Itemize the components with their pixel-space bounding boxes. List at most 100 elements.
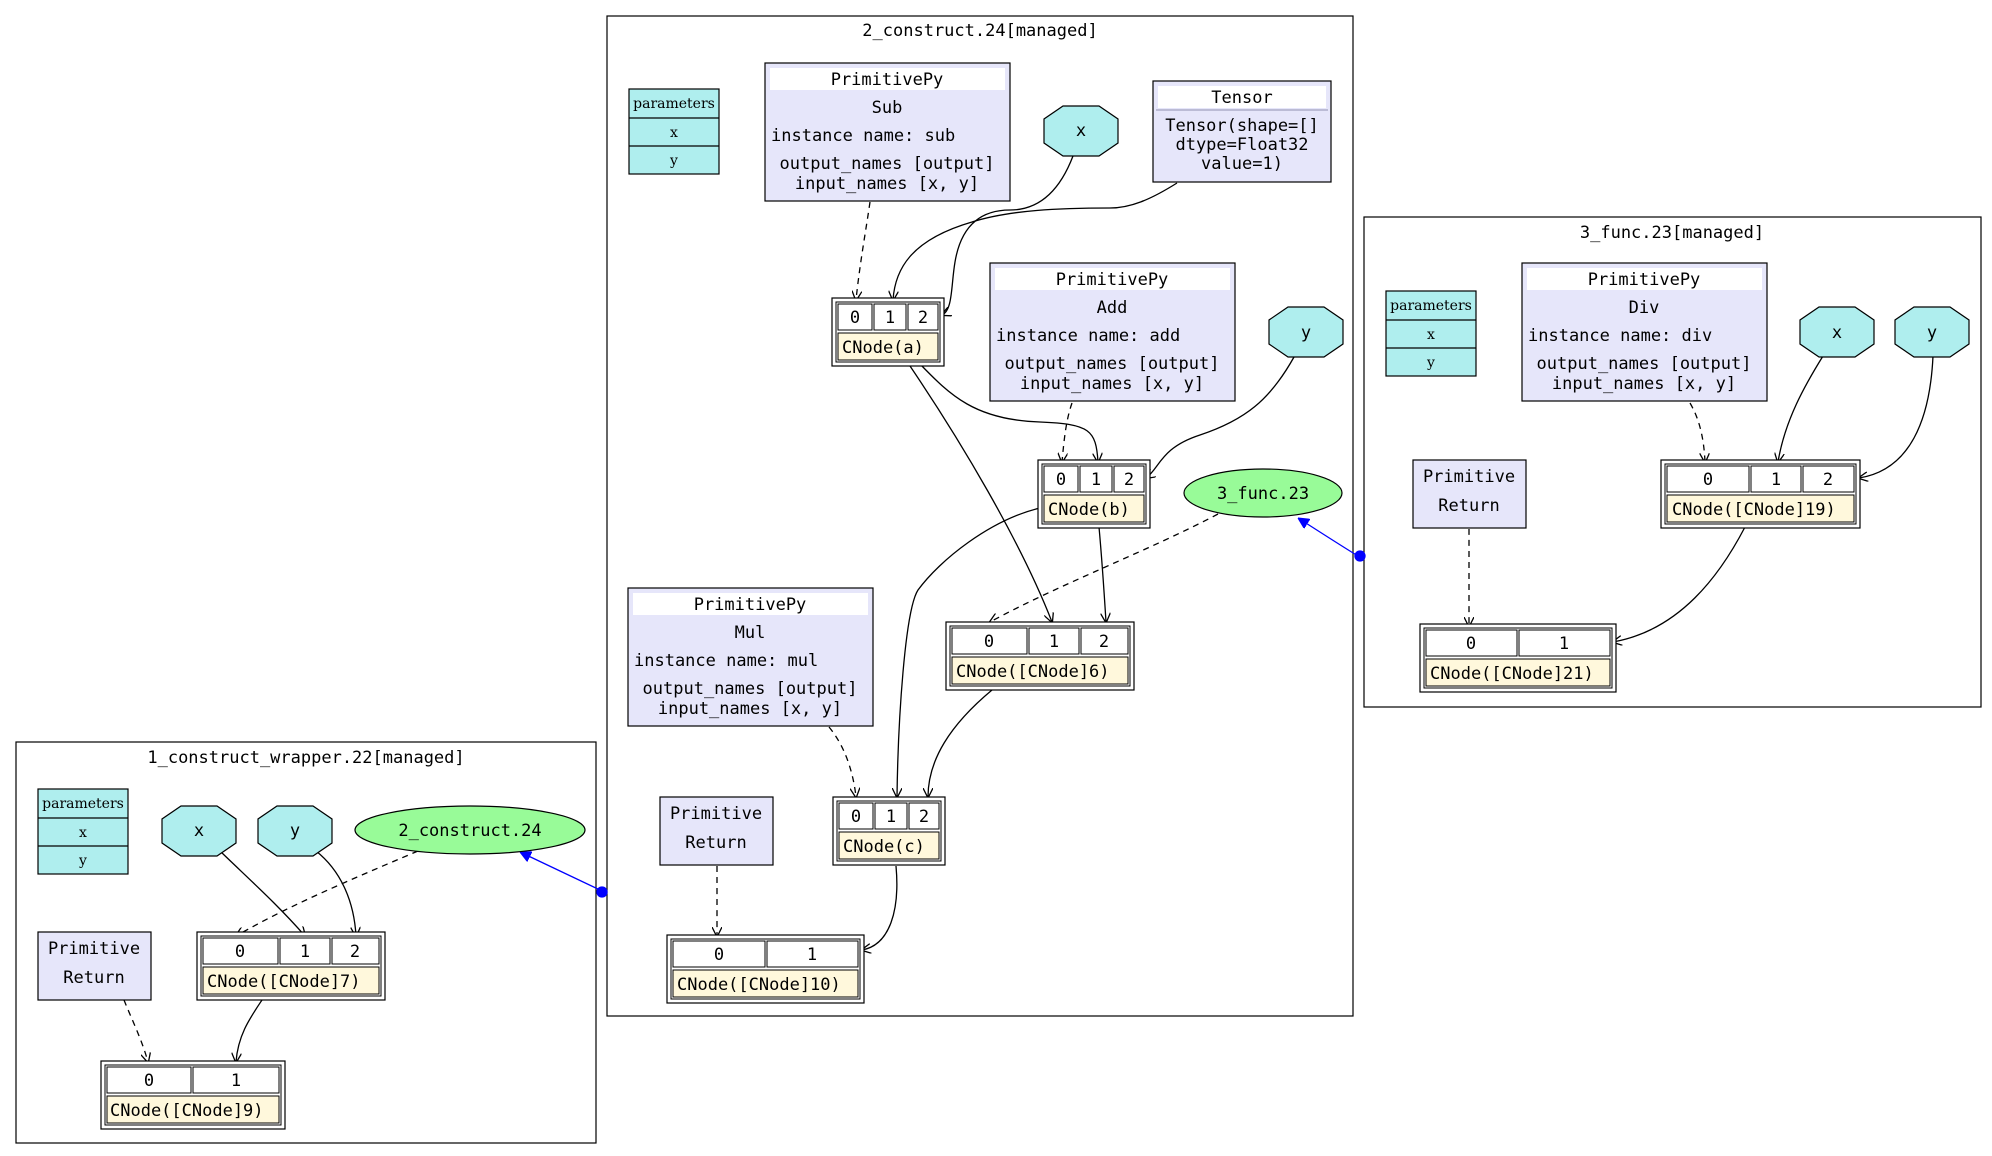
cluster-title: 1_construct_wrapper.22[managed] <box>147 748 464 768</box>
prim-header: PrimitivePy <box>1588 270 1701 290</box>
edges <box>123 155 1934 1062</box>
port-label: 2 <box>1823 470 1833 490</box>
prim-instance: instance name: div <box>1528 326 1712 346</box>
edge-div-to-cnode19 <box>1689 402 1705 462</box>
func-graph-func[interactable]: 3_func.23 <box>1183 468 1343 518</box>
params-header: parameters <box>633 96 715 112</box>
prim-header: PrimitivePy <box>1056 270 1169 290</box>
cnode-21: 0 1 CNode([CNode]21) <box>1419 623 1617 693</box>
return-line2: Return <box>1438 496 1499 516</box>
params-header: parameters <box>42 796 124 812</box>
prim-inputs: input_names [x, y] <box>1020 374 1204 394</box>
port-label: 2 <box>1124 470 1134 490</box>
return-construct: Primitive Return <box>659 796 774 866</box>
cnode-19: 0 1 2 CNode([CNode]19) <box>1660 459 1861 529</box>
params-header: parameters <box>1390 298 1472 314</box>
cnode-b: 0 1 2 CNode(b) <box>1037 459 1151 529</box>
edge-tensor-to-cnode-a <box>893 182 1178 300</box>
cluster-title: 3_func.23[managed] <box>1580 223 1764 243</box>
primitive-sub: PrimitivePy Sub instance name: sub outpu… <box>764 62 1011 202</box>
prim-header: PrimitivePy <box>831 70 944 90</box>
port-label: 0 <box>1466 634 1476 654</box>
port-label: 1 <box>300 942 310 962</box>
port-label: 2 <box>350 942 360 962</box>
port-label: 0 <box>714 945 724 965</box>
prim-instance: instance name: add <box>996 326 1180 346</box>
return-line1: Primitive <box>1423 467 1515 487</box>
params-table: parameters x y <box>628 88 720 175</box>
prim-name: Add <box>1097 298 1128 318</box>
port-label: 0 <box>850 308 860 328</box>
edge-cnode19-to-cnode21 <box>1613 526 1746 642</box>
edge-y-to-cnode19 <box>1859 355 1934 478</box>
prim-instance: instance name: sub <box>771 126 955 146</box>
cnode-7: 0 1 2 CNode([CNode]7) <box>196 931 386 1001</box>
cnode-c: 0 1 2 CNode(c) <box>832 796 946 866</box>
edge-c-to-cnode10 <box>862 865 898 950</box>
prim-name: Mul <box>735 623 766 643</box>
input-label: x <box>194 821 204 841</box>
edge-sub-to-cnode-a <box>856 201 871 300</box>
param-y: y <box>669 153 678 169</box>
edge-return-to-cnode9 <box>123 999 148 1062</box>
edge-add-to-cnode-b <box>1062 402 1073 462</box>
port-label: 0 <box>1703 470 1713 490</box>
port-label: 1 <box>1049 632 1059 652</box>
edge-x-to-cnode-a <box>942 155 1074 315</box>
edge-a-to-b <box>919 363 1098 462</box>
port-label: 0 <box>1056 470 1066 490</box>
edge-a-to-cnode6 <box>909 365 1052 622</box>
input-label: y <box>1301 323 1311 343</box>
edge-link-construct <box>520 852 601 891</box>
input-label: y <box>1927 323 1937 343</box>
cnode-label: CNode([CNode]7) <box>207 972 361 992</box>
prim-inputs: input_names [x, y] <box>658 699 842 719</box>
port-label: 1 <box>886 807 896 827</box>
prim-inputs: input_names [x, y] <box>1552 374 1736 394</box>
input-x-octagon: x <box>1043 105 1119 157</box>
port-label: 1 <box>1559 634 1569 654</box>
primitive-mul: PrimitivePy Mul instance name: mul outpu… <box>627 587 874 727</box>
cluster-title: 2_construct.24[managed] <box>862 21 1097 41</box>
primitive-div: PrimitivePy Div instance name: div outpu… <box>1521 262 1768 402</box>
port-label: 2 <box>919 807 929 827</box>
prim-name: Sub <box>872 98 903 118</box>
tensor-line1: Tensor(shape=[] <box>1165 116 1319 136</box>
cnode-label: CNode([CNode]6) <box>956 662 1110 682</box>
port-label: 0 <box>851 807 861 827</box>
port-label: 2 <box>918 308 928 328</box>
edge-cnode7-to-cnode9 <box>236 999 263 1062</box>
edge-func-to-cnode6 <box>990 513 1219 622</box>
cnode-label: CNode(c) <box>843 837 925 857</box>
tensor-header: Tensor <box>1211 88 1272 108</box>
port-label: 1 <box>231 1071 241 1091</box>
input-y-octagon: y <box>1894 306 1970 358</box>
edge-b-to-cnode6 <box>1098 526 1106 622</box>
cnode-6: 0 1 2 CNode([CNode]6) <box>945 621 1135 691</box>
prim-outputs: output_names [output] <box>1005 354 1220 374</box>
func-graph-construct[interactable]: 2_construct.24 <box>354 805 586 855</box>
func-label: 2_construct.24 <box>398 821 541 841</box>
primitive-add: PrimitivePy Add instance name: add outpu… <box>989 262 1236 402</box>
return-wrapper: Primitive Return <box>37 931 152 1001</box>
input-label: x <box>1832 323 1842 343</box>
port-label: 2 <box>1099 632 1109 652</box>
input-x-octagon: x <box>161 805 237 857</box>
tensor-const: Tensor Tensor(shape=[] dtype=Float32 val… <box>1152 80 1332 183</box>
cnode-label: CNode(a) <box>842 338 924 358</box>
prim-outputs: output_names [output] <box>780 154 995 174</box>
edge-construct-to-cnode7 <box>236 850 419 936</box>
tensor-line3: value=1) <box>1201 154 1283 174</box>
edge-mul-to-cnode-c <box>828 726 856 797</box>
param-x: x <box>670 125 678 141</box>
prim-header: PrimitivePy <box>694 595 807 615</box>
param-x: x <box>1427 327 1435 343</box>
input-x-octagon: x <box>1799 306 1875 358</box>
port-label: 0 <box>144 1071 154 1091</box>
input-y-octagon: y <box>257 805 333 857</box>
input-label: y <box>290 821 300 841</box>
input-y-octagon: y <box>1268 306 1344 358</box>
prim-outputs: output_names [output] <box>643 679 858 699</box>
func-label: 3_func.23 <box>1217 484 1309 504</box>
edge-y-to-cnode7 <box>315 850 356 936</box>
